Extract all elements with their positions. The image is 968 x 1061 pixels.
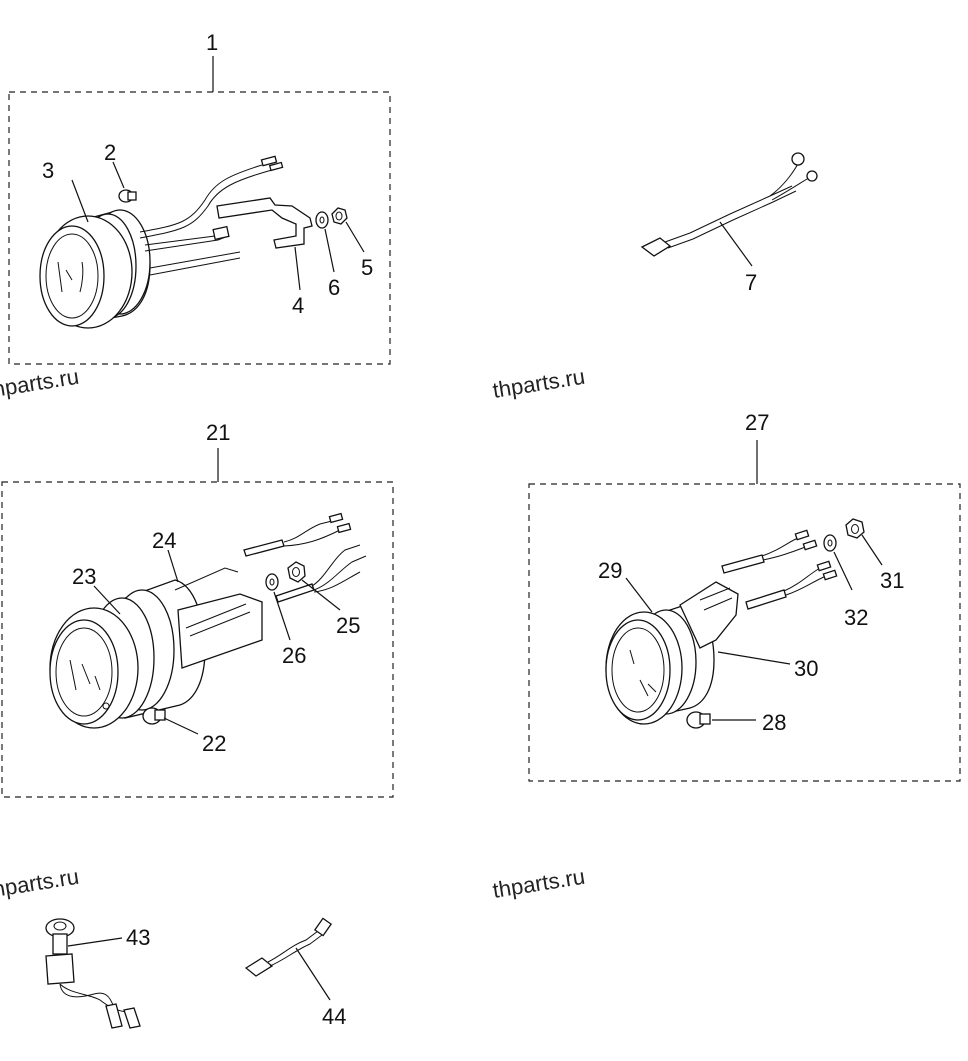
callout-1: 1 xyxy=(206,30,218,55)
callout-5: 5 xyxy=(361,255,373,280)
washer-part-32 xyxy=(823,534,837,552)
gauge-part-29 xyxy=(605,581,739,725)
bulb-part-2 xyxy=(118,189,137,203)
nut-part-25 xyxy=(287,561,306,583)
callout-22: 22 xyxy=(202,731,226,756)
group-21-box xyxy=(1,481,394,798)
group-1-box xyxy=(8,91,391,365)
watermark: thparts.ru xyxy=(0,364,81,403)
bulb-part-28 xyxy=(686,711,711,729)
callout-31: 31 xyxy=(880,568,904,593)
callout-23: 23 xyxy=(72,564,96,589)
bulb-part-22 xyxy=(142,707,166,725)
group-21: 21 xyxy=(1,420,394,798)
callout-4: 4 xyxy=(292,293,304,318)
callout-32: 32 xyxy=(844,605,868,630)
callout-26: 26 xyxy=(282,643,306,668)
watermark: thparts.ru xyxy=(0,864,81,903)
gauge-part-3 xyxy=(39,209,241,329)
washer-part-6 xyxy=(315,211,329,229)
harness-part-7: 7 xyxy=(640,152,818,295)
callout-6: 6 xyxy=(328,275,340,300)
group-27: 27 29 xyxy=(528,410,961,782)
callout-24: 24 xyxy=(152,528,176,553)
callout-44: 44 xyxy=(322,1004,346,1029)
callout-28: 28 xyxy=(762,710,786,735)
callout-21: 21 xyxy=(206,420,230,445)
switch-part-43: 43 xyxy=(45,918,150,1029)
nut-part-31 xyxy=(845,518,865,539)
watermark: thparts.ru xyxy=(491,864,587,903)
washer-part-26 xyxy=(265,573,279,591)
nut-part-5 xyxy=(331,207,348,225)
callout-30: 30 xyxy=(794,656,818,681)
group-1: 1 3 xyxy=(8,30,391,365)
callout-27: 27 xyxy=(745,410,769,435)
watermark: thparts.ru xyxy=(491,364,587,403)
callout-7: 7 xyxy=(745,270,757,295)
callout-3: 3 xyxy=(42,158,54,183)
callout-43: 43 xyxy=(126,925,150,950)
callout-29: 29 xyxy=(598,558,622,583)
callout-25: 25 xyxy=(336,613,360,638)
gauge-part-23 xyxy=(49,567,263,729)
bracket-part-4 xyxy=(216,197,313,249)
group-27-box xyxy=(528,483,961,782)
harness-part-44: 44 xyxy=(244,917,346,1029)
callout-2: 2 xyxy=(104,140,116,165)
